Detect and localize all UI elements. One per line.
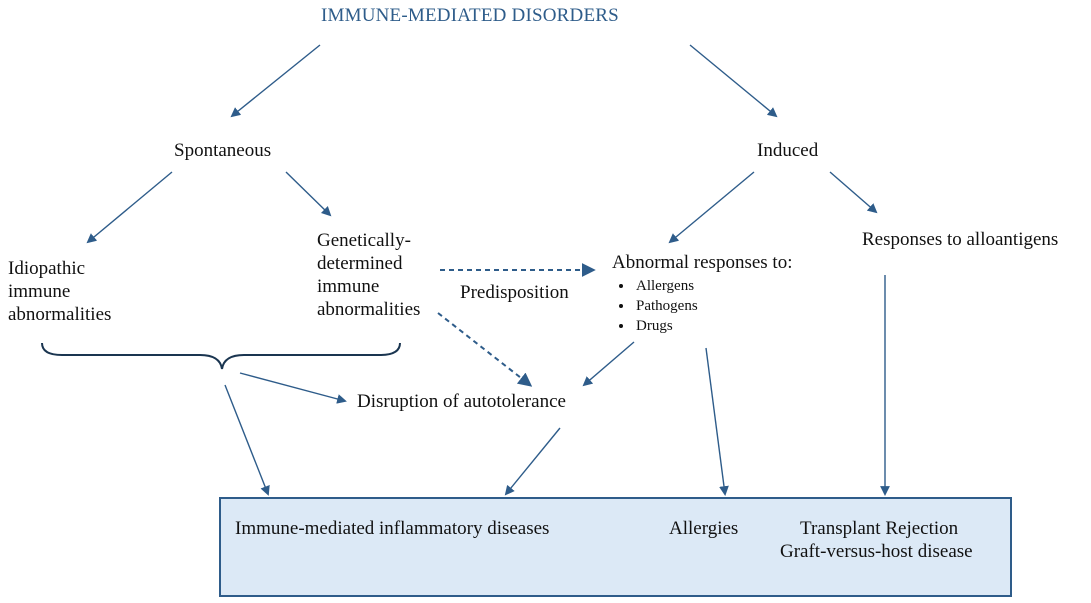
- arrow-abnormal-to-allergies: [705, 347, 729, 496]
- outcome-gvhd: Graft-versus-host disease: [780, 541, 973, 562]
- predisposition-label: Predisposition: [460, 282, 569, 303]
- abnormal-responses-heading: Abnormal responses to:: [612, 252, 793, 273]
- grouping-brace: [41, 342, 401, 370]
- list-item: Drugs: [634, 316, 792, 336]
- genetic-line-1: Genetically-: [317, 230, 411, 251]
- induced-node: Induced: [757, 140, 819, 161]
- arrow-title-to-induced: [689, 44, 778, 118]
- genetic-node: Genetically- determined immune abnormali…: [317, 229, 420, 321]
- outcome-imid: Immune-mediated inflammatory diseases: [235, 518, 550, 539]
- idiopathic-line-2: immune: [8, 281, 71, 302]
- autotolerance-node: Disruption of autotolerance: [357, 391, 566, 412]
- genetic-line-4: abnormalities: [317, 299, 421, 320]
- arrow-autotolerance-to-imid: [504, 427, 561, 496]
- arrow-genetic-to-autotolerance-dashed: [437, 312, 533, 387]
- spontaneous-node: Spontaneous: [174, 140, 272, 161]
- outcome-allergies: Allergies: [669, 518, 739, 539]
- arrow-abnormal-to-autotolerance: [582, 341, 635, 387]
- genetic-line-3: immune: [317, 276, 380, 297]
- outcome-transplant: Transplant Rejection: [800, 518, 959, 539]
- abnormal-responses-node: Abnormal responses to: Allergens Pathoge…: [612, 252, 792, 336]
- arrow-title-to-spontaneous: [230, 44, 321, 118]
- diagram-title: IMMUNE-MEDIATED DISORDERS: [321, 5, 619, 26]
- arrow-induced-to-abnormal: [668, 171, 755, 244]
- arrow-spontaneous-to-genetic: [285, 171, 332, 217]
- outcomes-box: Immune-mediated inflammatory diseases Al…: [219, 497, 1012, 597]
- genetic-line-2: determined: [317, 253, 403, 274]
- idiopathic-line-1: Idiopathic: [8, 258, 86, 279]
- list-item: Pathogens: [634, 296, 792, 316]
- arrow-spontaneous-to-idiopathic: [86, 171, 173, 244]
- idiopathic-line-3: abnormalities: [8, 304, 112, 325]
- abnormal-responses-list: Allergens Pathogens Drugs: [612, 276, 792, 336]
- alloantigens-node: Responses to alloantigens: [862, 229, 1059, 250]
- arrow-brace-to-imid: [224, 384, 270, 496]
- arrow-brace-to-autotolerance: [239, 372, 347, 404]
- list-item: Allergens: [634, 276, 792, 296]
- idiopathic-node: Idiopathic immune abnormalities: [8, 257, 111, 326]
- arrow-induced-to-alloantigens: [829, 171, 878, 214]
